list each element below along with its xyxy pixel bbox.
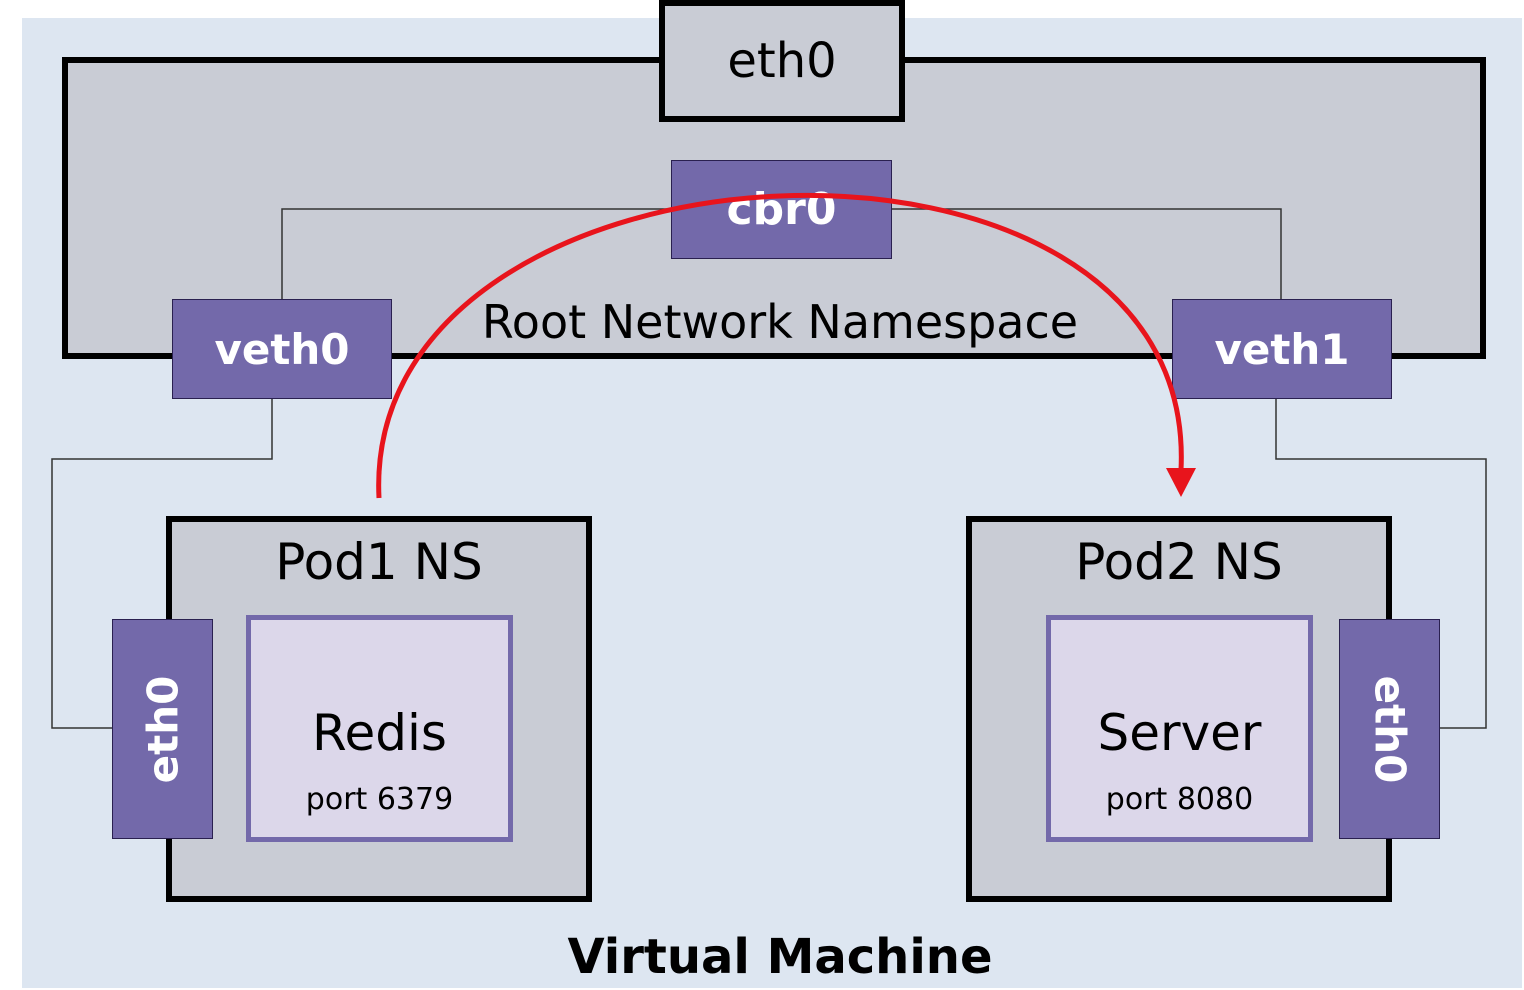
veth0-interface: veth0: [172, 299, 392, 399]
host-eth0-interface: eth0: [659, 0, 905, 122]
server-container: [1046, 615, 1313, 842]
pod1-title: Pod1 NS: [275, 533, 483, 591]
veth1-pod2-eth0-link: [1275, 398, 1487, 729]
traffic-arc: [376, 193, 1184, 499]
veth0-label: veth0: [214, 324, 350, 374]
redis-port-label: port 6379: [305, 782, 454, 817]
virtual-machine-label: Virtual Machine: [567, 929, 993, 985]
cbr0-veth0-link: [281, 208, 672, 300]
host-eth0-label: eth0: [727, 33, 837, 89]
redis-container: [246, 615, 513, 842]
veth1-interface: veth1: [1172, 299, 1392, 399]
server-port-label: port 8080: [1105, 782, 1254, 817]
veth1-label: veth1: [1214, 324, 1350, 374]
root-namespace-label: Root Network Namespace: [481, 295, 1079, 349]
pod2-eth0-interface: eth0: [1339, 619, 1440, 839]
cbr0-label: cbr0: [726, 184, 837, 235]
cbr0-veth1-link: [891, 208, 1282, 300]
redis-app-label: Redis: [312, 704, 447, 762]
pod1-eth0-interface: eth0: [112, 619, 213, 839]
veth0-pod1-eth0-link: [51, 398, 273, 729]
pod2-title: Pod2 NS: [1075, 533, 1283, 591]
server-app-label: Server: [1097, 704, 1262, 762]
arrowhead-icon: [1166, 468, 1196, 497]
